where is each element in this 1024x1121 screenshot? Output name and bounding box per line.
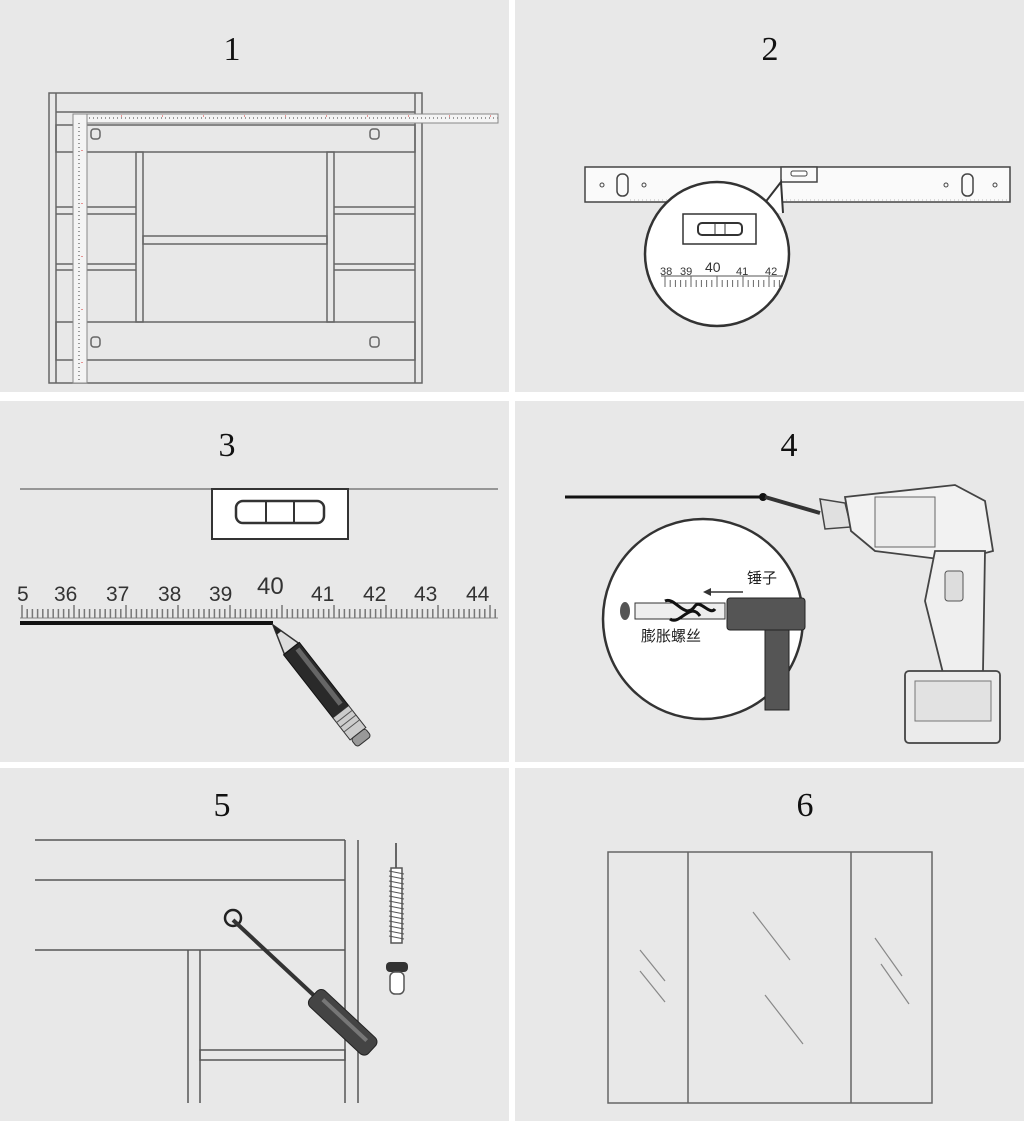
ruler-scale: 5 36 37 38 39 40 41 42 43 44 — [17, 573, 498, 619]
scale-label: 39 — [209, 583, 232, 606]
scale-label: 40 — [257, 573, 284, 600]
bolt-thread — [388, 920, 405, 925]
mirror-cabinet-diagram — [607, 851, 933, 1104]
bolt-thread — [388, 910, 405, 915]
bolt-thread — [388, 890, 405, 895]
bolt-thread — [388, 870, 405, 875]
drill-icon — [764, 484, 1001, 744]
expansion-screw-icon — [634, 598, 726, 622]
bottom-rail — [55, 321, 416, 361]
scale-label: 41 — [311, 583, 334, 606]
step-panel-4: 4 锤子 — [515, 401, 1024, 762]
level-bar-diagram: 38 39 40 41 42 — [584, 166, 1011, 328]
bolt-thread — [388, 895, 405, 900]
level-hole-right — [961, 173, 974, 197]
magnifier-circle: 锤子 膨胀螺丝 — [601, 517, 806, 721]
bolt-thread — [388, 875, 405, 880]
level-hole-left — [616, 173, 629, 197]
bolt-thread — [388, 915, 405, 920]
glass-reflection-marks — [639, 911, 910, 1045]
scale-label: 36 — [54, 583, 77, 606]
scale-label: 37 — [106, 583, 129, 606]
step-panel-3: 3 5 36 37 38 39 40 41 42 43 44 — [0, 401, 509, 762]
screwdriver-icon — [231, 918, 378, 1056]
bolt-thread — [388, 885, 405, 890]
step-number: 2 — [761, 31, 779, 68]
measuring-tape-vertical — [72, 113, 88, 384]
drilling-diagram: 锤子 膨胀螺丝 — [565, 484, 1001, 744]
hammer-icon — [726, 597, 806, 711]
expansion-screw-label: 膨胀螺丝 — [641, 628, 701, 645]
cabinet-front — [607, 851, 933, 1104]
scale-label: 42 — [363, 583, 386, 606]
step-panel-5: 5 — [0, 768, 509, 1121]
scale-label: 39 — [680, 266, 692, 278]
bolt-thread — [388, 880, 405, 885]
step-panel-2: 2 38 39 40 41 42 — [515, 0, 1024, 392]
screw-hole — [223, 908, 243, 928]
step-number: 4 — [780, 427, 798, 464]
scale-label: 44 — [466, 583, 490, 606]
scale-label: 42 — [765, 266, 777, 278]
screw-fixing-diagram — [35, 839, 408, 1103]
scale-label: 40 — [705, 259, 721, 275]
bolt-thread — [388, 930, 405, 935]
scale-label: 43 — [414, 583, 437, 606]
marking-level-diagram: 5 36 37 38 39 40 41 42 43 44 — [17, 488, 498, 747]
scale-label: 41 — [736, 266, 748, 278]
step-number: 3 — [218, 427, 236, 464]
bolt-thread — [388, 925, 405, 930]
cabinet-outline — [48, 92, 423, 384]
bolt-thread — [388, 900, 405, 905]
level-vial — [211, 488, 349, 540]
scale-label: 38 — [158, 583, 181, 606]
step-number: 6 — [796, 787, 814, 824]
step-number: 1 — [223, 31, 241, 68]
step-panel-6: 6 — [515, 768, 1024, 1121]
step-number: 5 — [213, 787, 231, 824]
bolt-thread — [388, 935, 405, 940]
measuring-tape-horizontal — [72, 113, 499, 124]
bolt-thread — [388, 905, 405, 910]
pencil-icon — [271, 622, 371, 747]
hammer-label: 锤子 — [747, 570, 777, 587]
step-panel-1: 1 — [0, 0, 509, 392]
top-rail — [55, 124, 416, 153]
expansion-bolt-icon — [386, 843, 408, 995]
scale-label: 5 — [17, 583, 29, 606]
scale-label: 38 — [660, 266, 672, 278]
magnifier-circle: 38 39 40 41 42 — [643, 179, 791, 328]
cabinet-measure-diagram — [48, 92, 499, 384]
